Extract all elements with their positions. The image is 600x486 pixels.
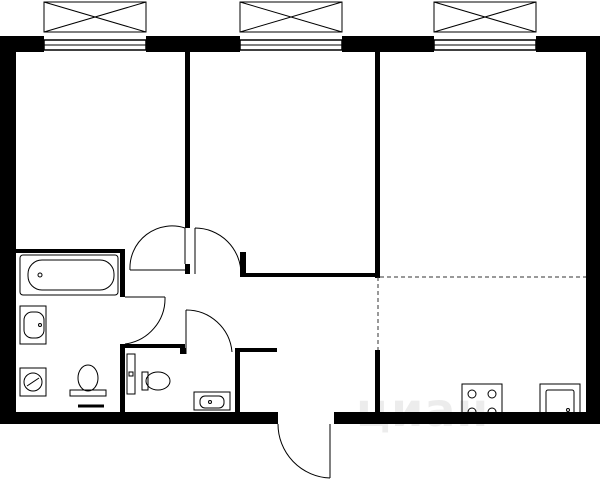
kitchen-zone-divider — [377, 276, 586, 350]
door-entrance — [277, 423, 331, 479]
window-kitchen — [433, 1, 537, 51]
doors — [124, 225, 331, 479]
watermark: циан — [356, 383, 489, 437]
window-bedroom — [43, 1, 147, 51]
stove — [461, 383, 503, 423]
windows — [43, 1, 537, 51]
toilet-bowl-2 — [141, 371, 171, 391]
washbasin — [19, 305, 47, 345]
kitchen-sink — [539, 383, 581, 423]
door-living-room — [194, 227, 242, 275]
toilet-bowl — [69, 364, 107, 408]
door-toilet — [185, 309, 233, 354]
bathtub — [19, 254, 119, 296]
washing-machine — [19, 367, 47, 397]
window-living-room — [239, 1, 343, 51]
outer-walls — [0, 36, 600, 424]
watermark-text: циан — [356, 383, 489, 437]
toilet-washbasin — [126, 353, 136, 395]
door-bedroom — [129, 225, 186, 271]
door-bathroom — [124, 296, 166, 345]
interior-walls — [16, 52, 380, 424]
small-washbasin — [193, 391, 231, 411]
